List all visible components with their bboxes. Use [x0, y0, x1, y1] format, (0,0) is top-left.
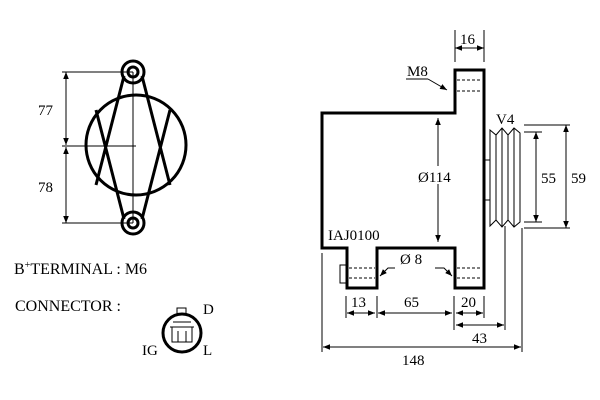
dim-upper: 77	[38, 103, 54, 119]
dim-pulley-outer: 59	[571, 171, 586, 187]
dim-pulley-offset: 43	[472, 331, 487, 347]
thread-label: M8	[407, 64, 428, 80]
dim-ear-width: 16	[460, 32, 476, 48]
side-view: 16 M8 Ø114 IAJ0100 Ø 8 V4 55 59 13 65	[320, 30, 586, 369]
pin-l-label: L	[203, 343, 212, 359]
connector-label: CONNECTOR :	[15, 298, 121, 315]
dim-foot-left: 13	[351, 295, 366, 311]
dim-foot-spacing: 65	[404, 295, 419, 311]
housing-outline	[320, 68, 486, 290]
housing-circle	[84, 93, 188, 197]
pulley-label: V4	[496, 112, 515, 128]
dim-pulley-inner: 55	[541, 171, 556, 187]
v-belt-pulley	[489, 127, 521, 228]
dim-lower: 78	[38, 180, 53, 196]
b-terminal-label: B+TERMINAL : M6	[14, 260, 147, 278]
terminal-tab	[339, 264, 348, 284]
dim-foot-right: 20	[461, 295, 476, 311]
connector-icon	[161, 307, 203, 354]
pin-ig-label: IG	[142, 343, 158, 359]
front-view: 77 78	[38, 59, 188, 236]
pin-d-label: D	[203, 302, 214, 318]
dim-overall-length: 148	[402, 353, 425, 369]
mounting-lugs	[94, 75, 172, 220]
dim-hole-diameter: Ø 8	[400, 252, 422, 268]
dim-body-diameter: Ø114	[418, 170, 451, 186]
part-number: IAJ0100	[328, 228, 380, 244]
